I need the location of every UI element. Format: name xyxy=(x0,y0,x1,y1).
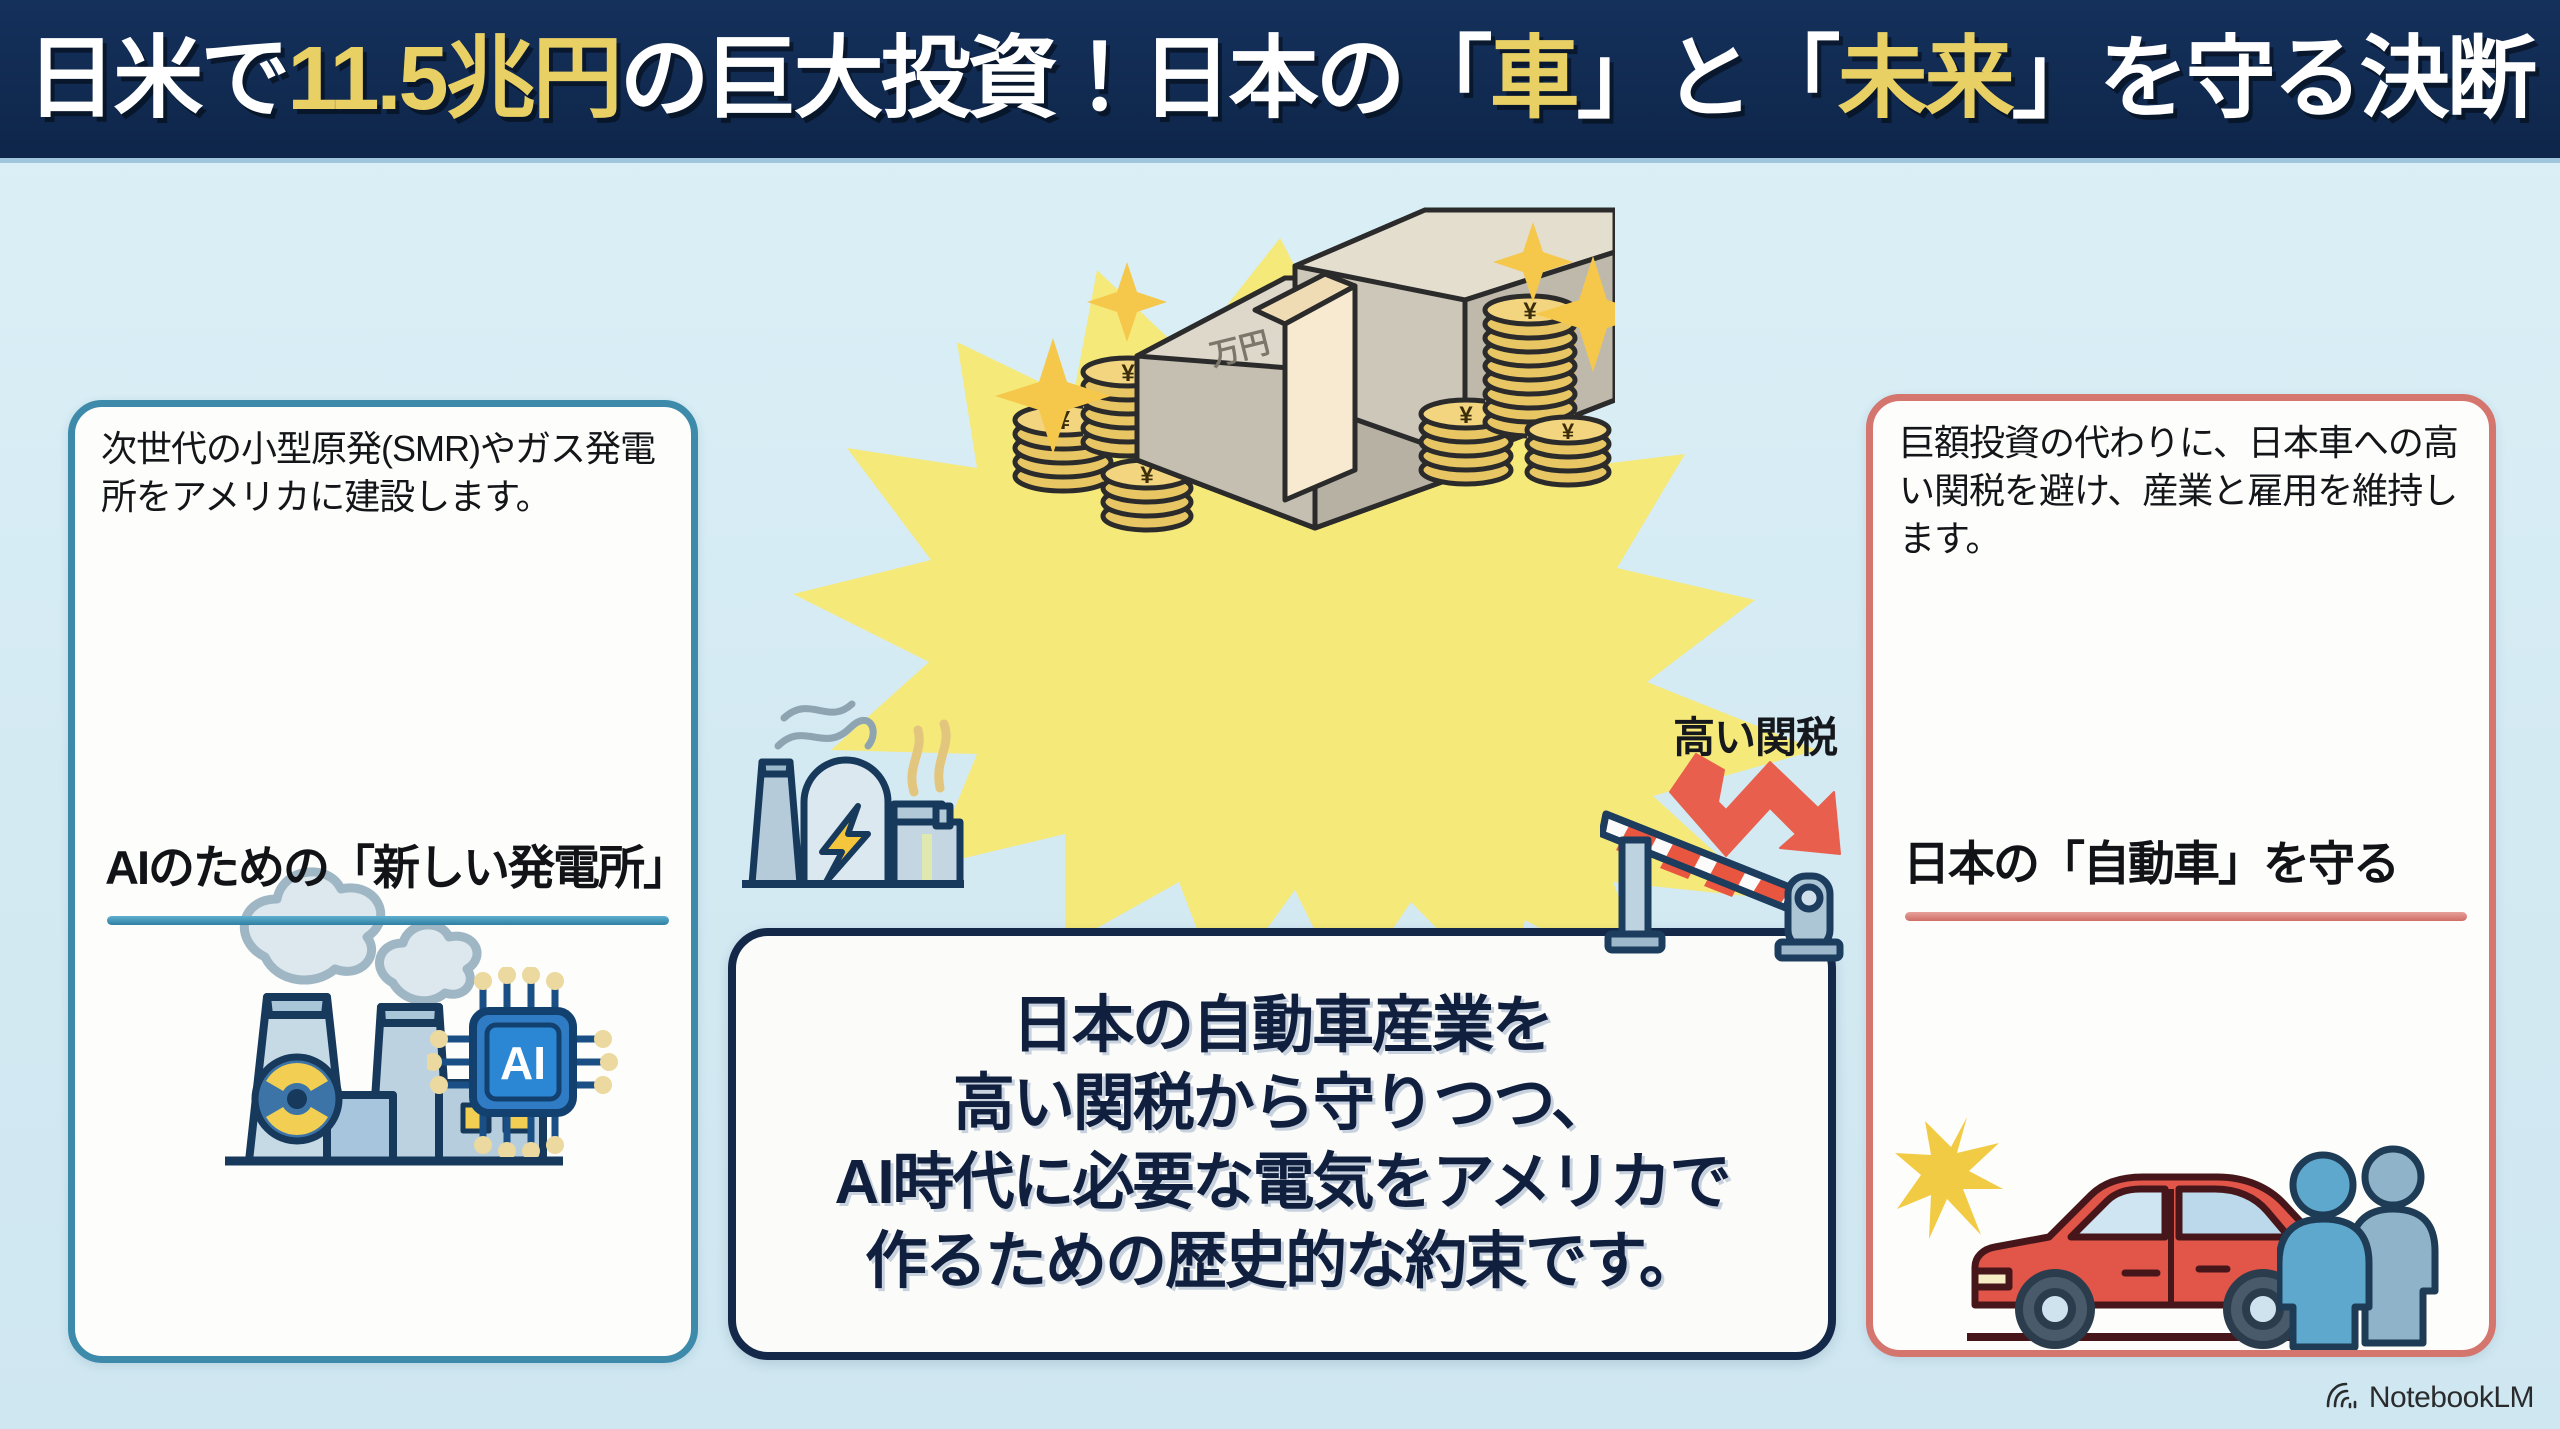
card-ai-power-plant: AI AIのための「新しい発電所」 次世代の小型原発(SMR)やガス発電所をアメ… xyxy=(68,400,698,1363)
notebooklm-label: NotebookLM xyxy=(2368,1380,2535,1414)
center-message-box: 日本の自動車産業を 高い関税から守りつつ、 AI時代に必要な電気をアメリカで 作… xyxy=(728,928,1836,1360)
red-car-icon xyxy=(1961,1161,2361,1350)
svg-text:¥: ¥ xyxy=(1140,462,1154,489)
card-protect-autos: 日本の「自動車」を守る 巨額投資の代わりに、日本車への高い関税を避け、産業と雇用… xyxy=(1866,394,2496,1357)
left-card-body: 次世代の小型原発(SMR)やガス発電所をアメリカに建設します。 xyxy=(101,428,656,517)
power-plant-icon xyxy=(738,688,1038,933)
header-band: 日米で11.5兆円の巨大投資！日本の「車」と「未来」を守る決断 xyxy=(0,0,2560,163)
page-title: 日米で11.5兆円の巨大投資！日本の「車」と「未来」を守る決断 xyxy=(26,28,2536,129)
center-line-3: AI時代に必要な電気をアメリカで xyxy=(834,1148,1732,1217)
svg-text:AI: AI xyxy=(500,1037,546,1089)
right-card-divider xyxy=(1905,912,2467,921)
center-line-4: 作るための歴史的な約束です。 xyxy=(865,1226,1701,1296)
svg-text:¥: ¥ xyxy=(1523,298,1537,325)
center-message-text: 日本の自動車産業を 高い関税から守りつつ、 AI時代に必要な電気をアメリカで 作… xyxy=(834,987,1732,1302)
ai-chip-icon: AI xyxy=(424,966,623,1162)
yellow-starburst-icon xyxy=(735,230,1825,1005)
svg-text:¥: ¥ xyxy=(1459,402,1473,429)
money-stack-icon: ¥ ¥ xyxy=(955,170,1651,545)
notebooklm-logo-icon xyxy=(2324,1380,2360,1415)
svg-text:¥: ¥ xyxy=(1121,360,1135,387)
right-card-body: 巨額投資の代わりに、日本車への高い関税を避け、産業と雇用を維持します。 xyxy=(1899,422,2459,559)
svg-text:万円: 万円 xyxy=(1207,326,1273,373)
right-card-title: 日本の「自動車」を守る xyxy=(1903,837,2400,890)
center-line-2: 高い関税から守りつつ、 xyxy=(952,1069,1613,1139)
left-card-title: AIのための「新しい発電所」 xyxy=(105,841,690,894)
two-people-icon xyxy=(2275,1141,2457,1350)
svg-text:¥: ¥ xyxy=(1056,405,1071,435)
center-line-1: 日本の自動車産業を xyxy=(1011,990,1554,1060)
svg-text:¥: ¥ xyxy=(1562,419,1575,444)
tariff-label: 高い関税 xyxy=(1673,714,1838,761)
notebooklm-watermark: NotebookLM xyxy=(2324,1380,2535,1415)
yellow-spark-icon xyxy=(1895,1113,2005,1248)
left-card-divider xyxy=(107,916,669,925)
